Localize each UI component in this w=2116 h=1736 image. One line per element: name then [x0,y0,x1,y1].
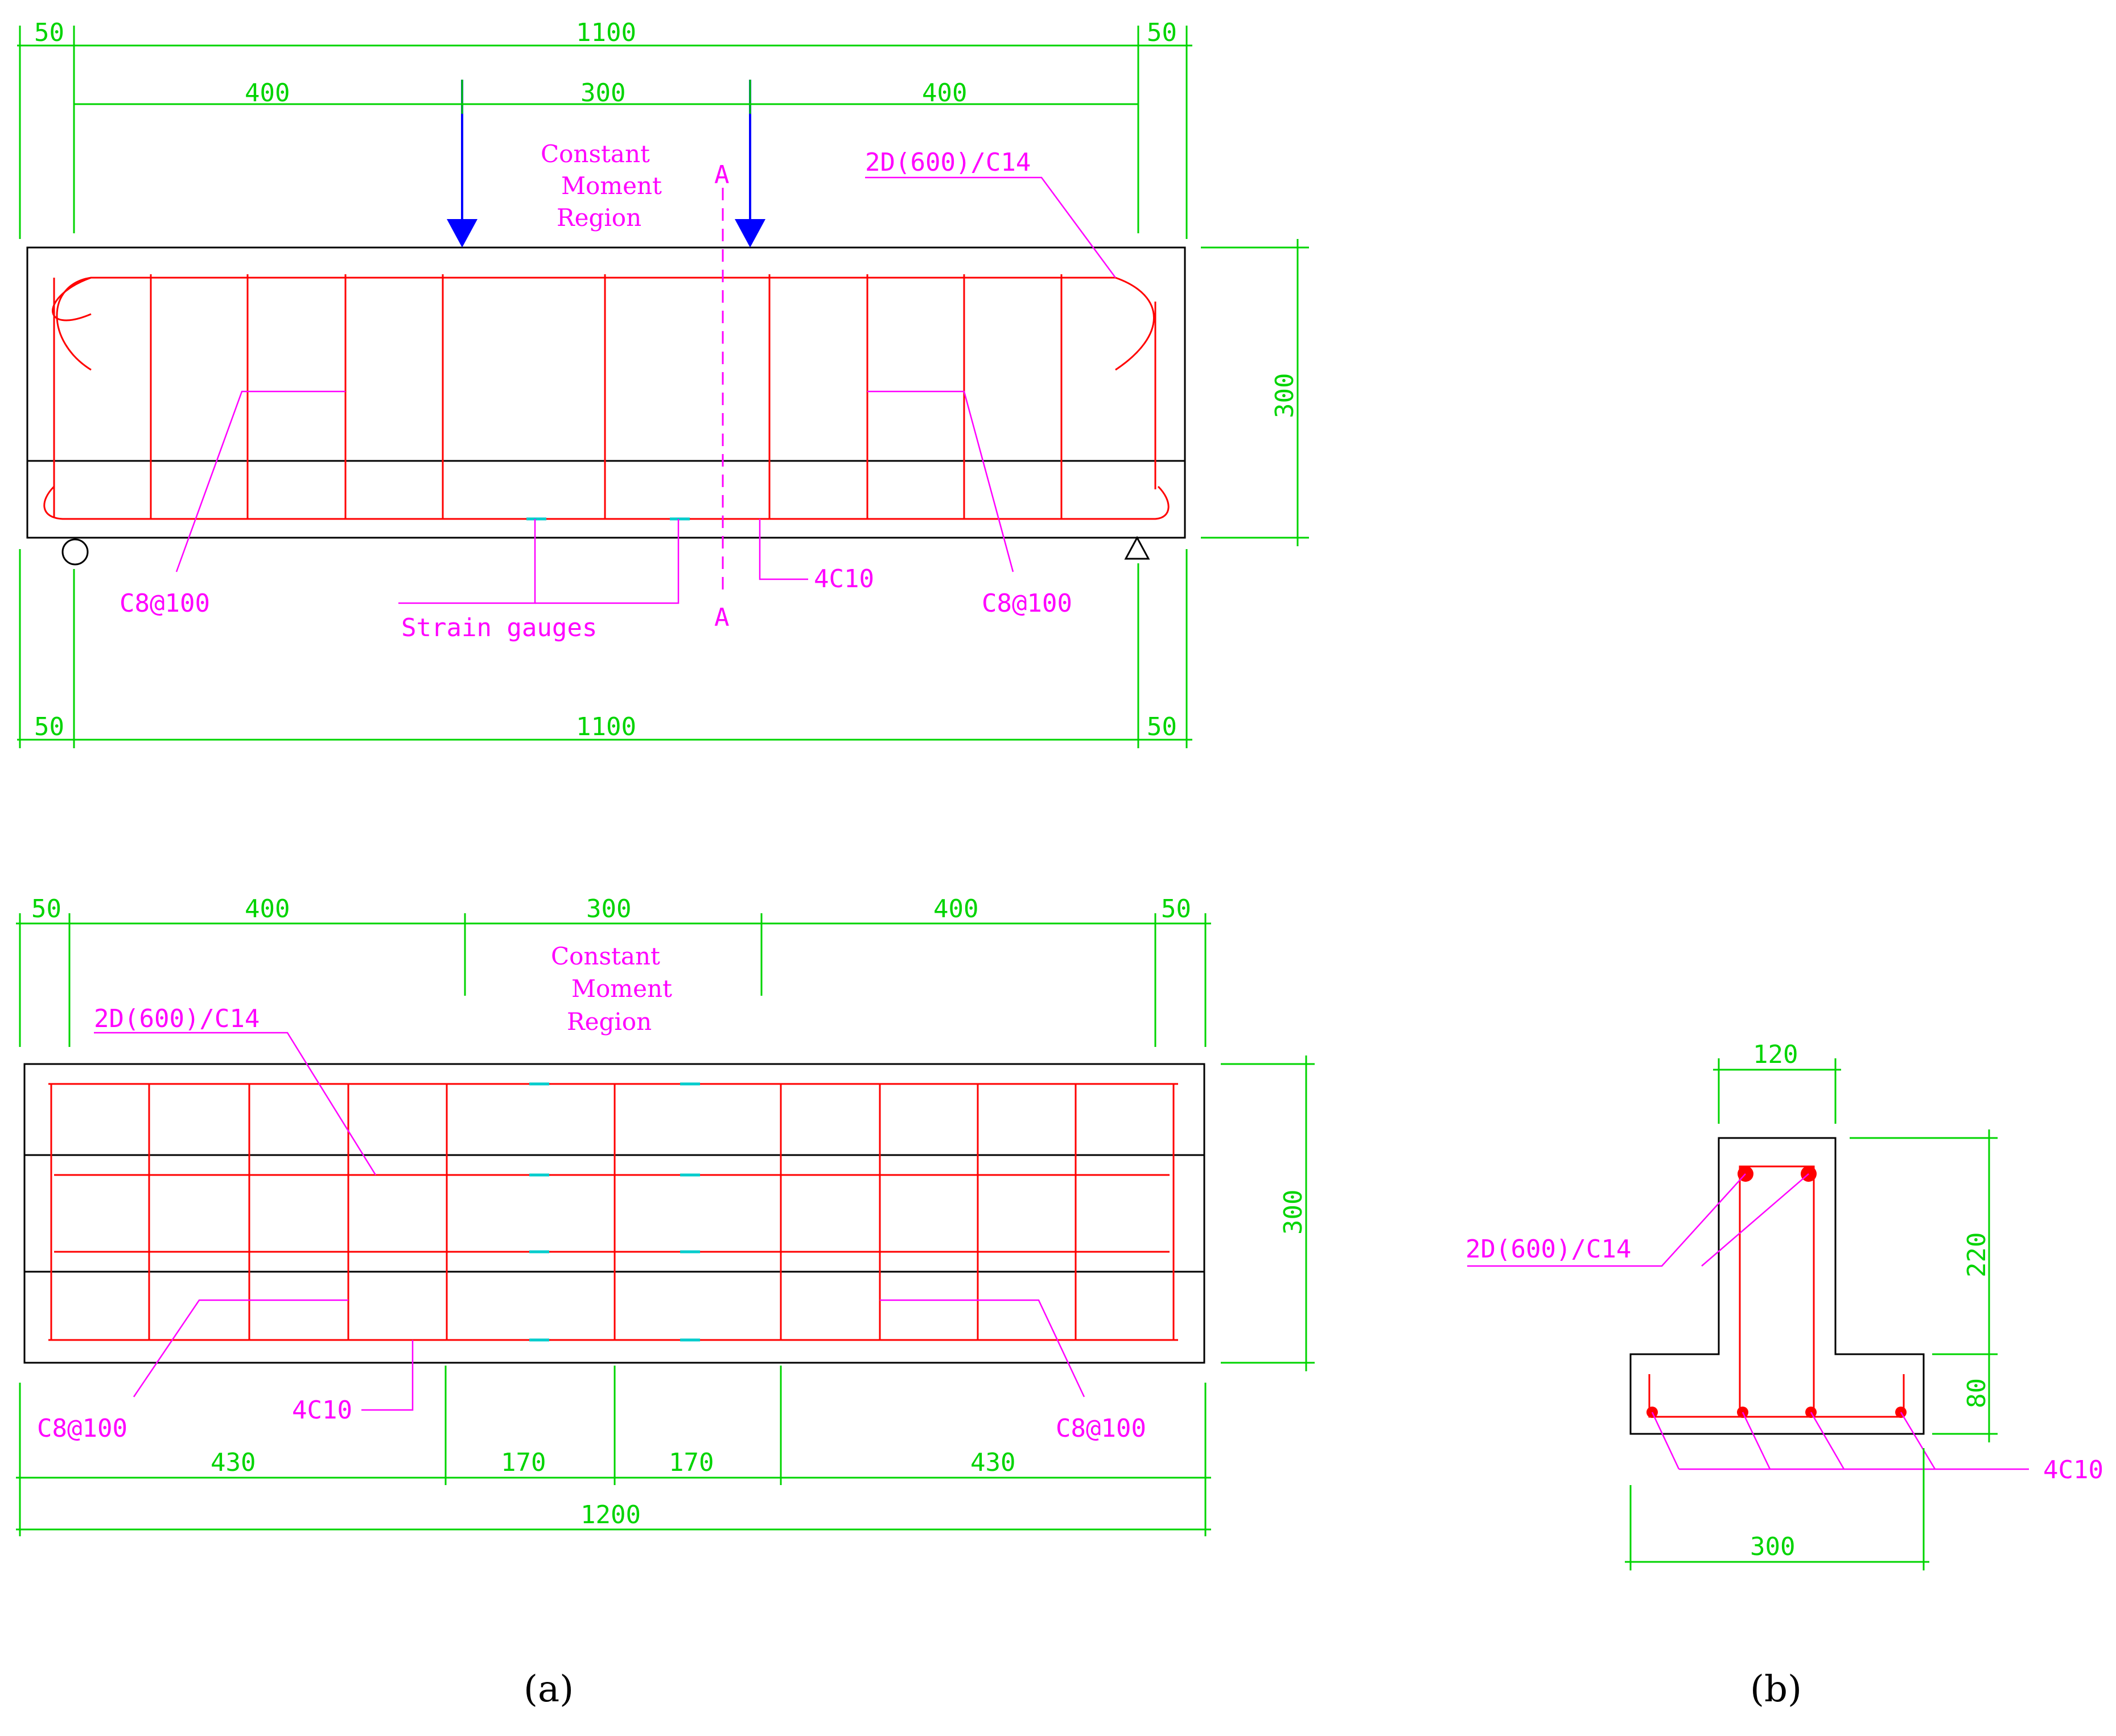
section-mark-bottom: A [714,603,730,632]
bottom-bar [43,485,1170,520]
plan-gauge-dims [16,1366,1211,1536]
plan-stirrup-left-leader [133,1299,348,1397]
bottom-bar-label: 4C10 [814,564,874,593]
plan-stirrup-right-leader [880,1299,1085,1397]
section-top-bar-label: 2D(600)/C14 [1465,1235,1631,1264]
plan-top-dims [16,913,1211,1047]
top-bar-leader [865,176,1117,278]
region-label-line2: Moment [561,172,662,200]
plan-stirrup-right-label: C8@100 [1056,1414,1146,1443]
pin-support-icon [1124,535,1150,560]
beam-outline [26,246,1186,539]
section-mark-top: A [714,160,730,189]
beam-cross-section: 2D(600)/C14 4C10 120 220 80 300 [1465,1040,2103,1570]
top-dim-left-end: 50 [34,18,64,47]
top-dim-right-end: 50 [1147,18,1177,47]
region-label-line3: Region [557,204,641,232]
section-top-bar-leader [1701,1173,1809,1267]
bottom-bar-leader [759,519,808,580]
plan-dim-shear-right: 400 [933,894,978,923]
stirrup-left-leader [175,390,345,572]
stirrups [150,274,1063,519]
plan-gauges [529,1082,700,1342]
beam-elevation: A A Constant Moment Region 2D(600)/C14 C… [17,18,1309,748]
gauge-dim-3: 170 [669,1448,714,1477]
load-dim-left: 400 [245,79,290,108]
plan-height-dim [1221,1055,1315,1371]
plan-region-label-line3: Region [567,1008,652,1036]
section-flange-height: 80 [1962,1378,1991,1408]
section-bottom-bar-label: 4C10 [2043,1455,2103,1485]
plan-rebar [48,1083,1178,1341]
stirrup-left-label: C8@100 [120,589,210,618]
elevation-height-dim [1201,239,1309,546]
caption-a: (a) [524,1668,574,1710]
section-dims [1625,1058,1998,1570]
plan-dim-shear-left: 400 [245,894,290,923]
top-dim-span: 1100 [576,18,636,47]
section-top-bar-leader [1467,1173,1746,1267]
plan-region-label-line1: Constant [551,942,660,970]
section-web-width: 120 [1753,1040,1798,1069]
plan-dim-const-moment: 300 [586,894,631,923]
plan-top-bar-leader [94,1032,377,1176]
region-label-line1: Constant [541,140,650,168]
bottom-dim-left-end: 50 [34,712,64,741]
gauge-dim-4: 430 [970,1448,1015,1477]
top-bar [52,277,1155,371]
top-bar-left-hook [56,277,92,371]
gauge-leader [398,519,536,604]
stirrup-right-leader [867,390,1014,572]
gauge-label: Strain gauges [401,613,597,642]
beam-plan: Constant Moment Region 2D(600)/C14 C8@10… [16,894,1315,1536]
plan-bottom-bar-label: 4C10 [292,1396,352,1425]
tee-outline [1629,1137,1925,1435]
elevation-height-label: 300 [1270,373,1299,418]
section-bottom-bar-leaders [1651,1412,2029,1470]
plan-bottom-bar-leader [361,1340,414,1411]
plan-dim-left-end: 50 [31,894,61,923]
web-stirrup [1739,1165,1815,1418]
caption-b: (b) [1750,1668,1802,1710]
plan-total-dim: 1200 [581,1500,641,1529]
roller-support-icon [61,538,89,566]
plan-top-bar-label: 2D(600)/C14 [94,1004,260,1033]
gauge-dim-1: 430 [211,1448,256,1477]
load-dim-right: 400 [922,79,967,108]
gauge-dim-2: 170 [501,1448,546,1477]
plan-outline [23,1063,1205,1364]
section-web-height: 220 [1962,1232,1991,1277]
plan-region-label-line2: Moment [571,975,672,1003]
gauge-leader [535,519,680,604]
flange-bar [1648,1374,1905,1418]
bottom-dim-right-end: 50 [1147,712,1177,741]
bottom-dim-span: 1100 [576,712,636,741]
elevation-bottom-dims [17,549,1192,748]
stirrup-right-label: C8@100 [982,589,1072,618]
top-bar-label: 2D(600)/C14 [865,148,1031,177]
elevation-top-dims [17,26,1192,239]
section-total-width: 300 [1750,1532,1795,1561]
plan-dim-right-end: 50 [1161,894,1191,923]
plan-height-label: 300 [1279,1190,1308,1235]
load-dim-middle: 300 [581,79,625,108]
plan-stirrup-left-label: C8@100 [37,1414,127,1443]
